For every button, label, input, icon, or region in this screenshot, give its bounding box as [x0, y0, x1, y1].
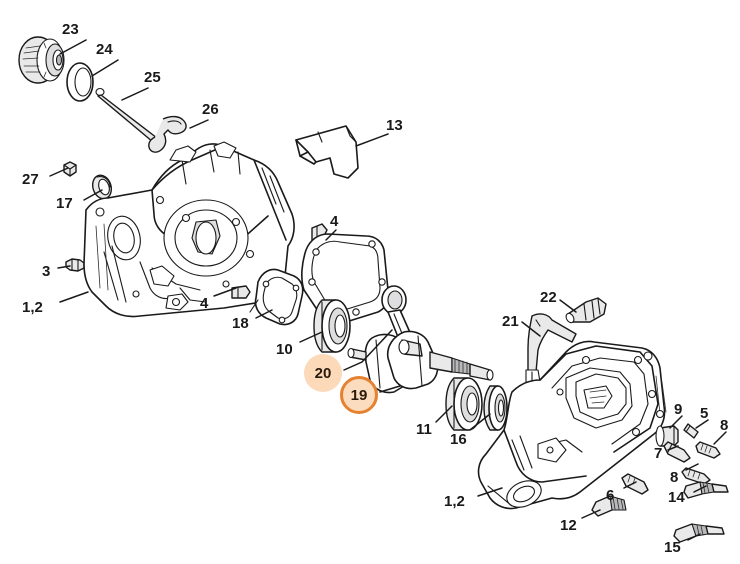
- callout-12[interactable]: 12: [560, 517, 577, 534]
- callout-9[interactable]: 9: [674, 401, 683, 418]
- part-3-small-stud: [65, 258, 85, 272]
- callout-16[interactable]: 16: [450, 431, 467, 448]
- callout-26[interactable]: 26: [202, 101, 219, 118]
- callout-18[interactable]: 18: [232, 315, 249, 332]
- callout-4-upper[interactable]: 4: [330, 213, 339, 230]
- callout-22[interactable]: 22: [540, 289, 557, 306]
- callout-11[interactable]: 11: [416, 421, 432, 438]
- callout-23[interactable]: 23: [62, 21, 79, 38]
- callout-5[interactable]: 5: [700, 405, 709, 422]
- part-9-bushing: [655, 425, 679, 447]
- part-27-small-nut: [63, 161, 77, 177]
- part-20-crankshaft-assembly: [347, 285, 494, 394]
- callout-15[interactable]: 15: [664, 539, 681, 556]
- highlighted-callout-20[interactable]: 20: [304, 354, 342, 392]
- callout-1-2-right[interactable]: 1,2: [444, 493, 465, 510]
- callout-1-2-left[interactable]: 1,2: [22, 299, 43, 316]
- part-6-pin: [621, 473, 649, 495]
- part-24-washer-ring: [66, 62, 94, 102]
- part-22-hose-connector: [565, 297, 607, 324]
- part-8-pin-a: [695, 441, 721, 459]
- part-5-pin: [683, 423, 699, 439]
- callout-27[interactable]: 27: [22, 171, 39, 188]
- callout-25[interactable]: 25: [144, 69, 161, 86]
- highlighted-callout-19[interactable]: 19: [340, 376, 378, 414]
- part-10-ball-bearing-left: [313, 299, 351, 353]
- callout-8-b[interactable]: 8: [670, 469, 679, 486]
- callout-13[interactable]: 13: [386, 117, 403, 134]
- callout-24[interactable]: 24: [96, 41, 113, 58]
- callout-17[interactable]: 17: [56, 195, 73, 212]
- callout-8-a[interactable]: 8: [720, 417, 729, 434]
- part-23-starter-rope-rotor: [18, 36, 65, 84]
- leader-lines: [49, 39, 727, 541]
- callout-21[interactable]: 21: [502, 313, 519, 330]
- part-1-2-crankcase-half-left: [83, 141, 295, 318]
- part-16-oil-seal: [483, 385, 508, 431]
- callout-4-lower[interactable]: 4: [200, 295, 209, 312]
- part-18-small-gasket-plate: [249, 268, 304, 326]
- part-26-bent-wire-lever: [148, 115, 187, 153]
- callout-14[interactable]: 14: [668, 489, 685, 506]
- callout-6[interactable]: 6: [606, 487, 615, 504]
- part-14-stud-bolt: [683, 481, 729, 499]
- callout-10[interactable]: 10: [276, 341, 293, 358]
- part-7-pin: [663, 441, 691, 463]
- part-4-dowel-pin-left: [231, 285, 251, 299]
- callout-3[interactable]: 3: [42, 263, 51, 280]
- part-15-stud-bolt: [673, 523, 725, 543]
- part-13-sheet-metal-baffle: [295, 125, 359, 179]
- part-1-2-crankcase-half-right: [477, 340, 667, 510]
- callout-7[interactable]: 7: [654, 445, 663, 462]
- part-11-ball-bearing-right: [445, 377, 483, 431]
